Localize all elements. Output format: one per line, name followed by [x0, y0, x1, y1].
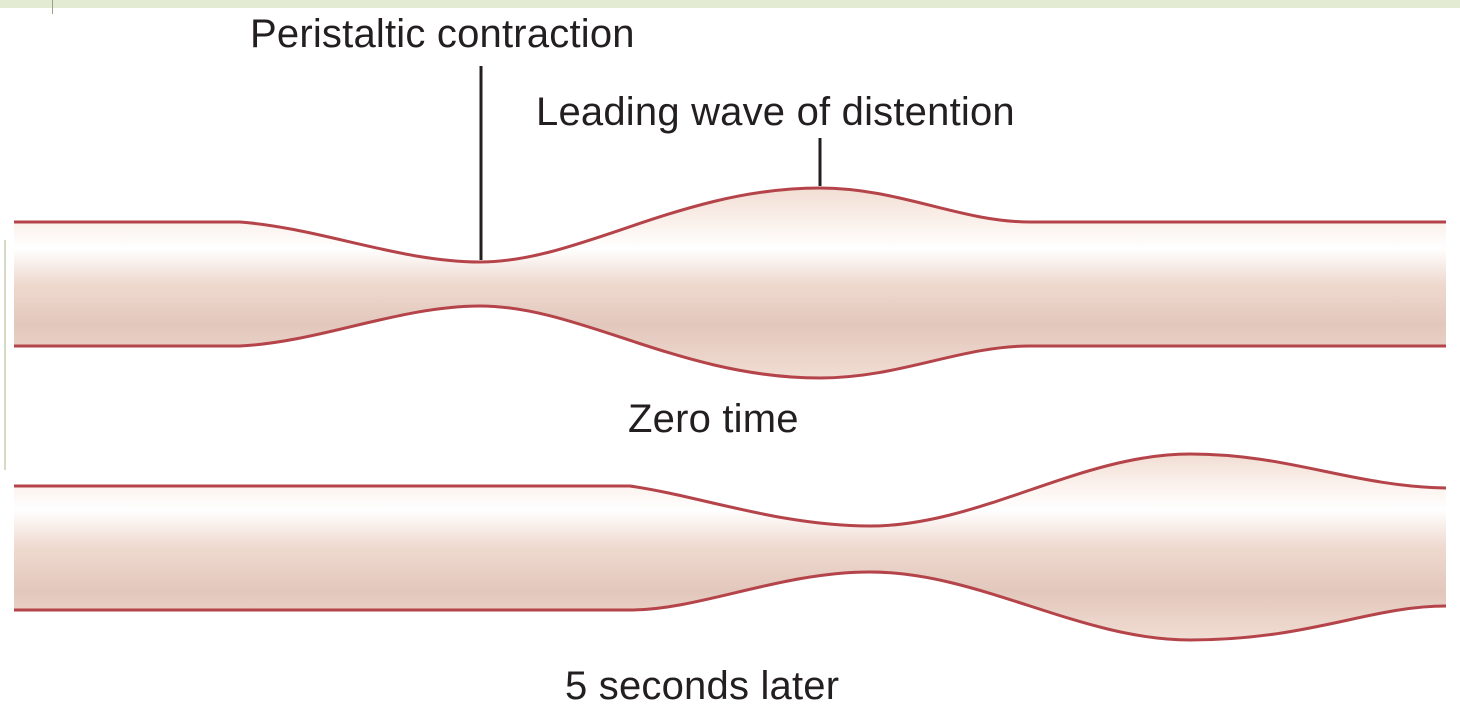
tube-zero-time	[14, 186, 1446, 380]
tube-later-lower-wall	[14, 570, 1447, 642]
tube-later-lumen	[14, 454, 1446, 640]
label-zero-time: Zero time	[628, 397, 799, 441]
tube-later-upper-wall	[14, 452, 1447, 528]
top-border-band	[0, 0, 1460, 8]
tube-five-seconds-later	[14, 452, 1447, 642]
top-border-tick	[52, 0, 53, 14]
label-five-seconds-later: 5 seconds later	[565, 664, 840, 708]
label-peristaltic-contraction: Peristaltic contraction	[250, 12, 635, 56]
tube-zero-time-upper-wall	[14, 186, 1446, 264]
label-leading-wave: Leading wave of distention	[536, 90, 1015, 134]
tube-zero-time-lumen	[14, 188, 1446, 378]
tube-zero-time-lower-wall	[14, 304, 1446, 380]
left-edge-mark	[0, 240, 6, 470]
